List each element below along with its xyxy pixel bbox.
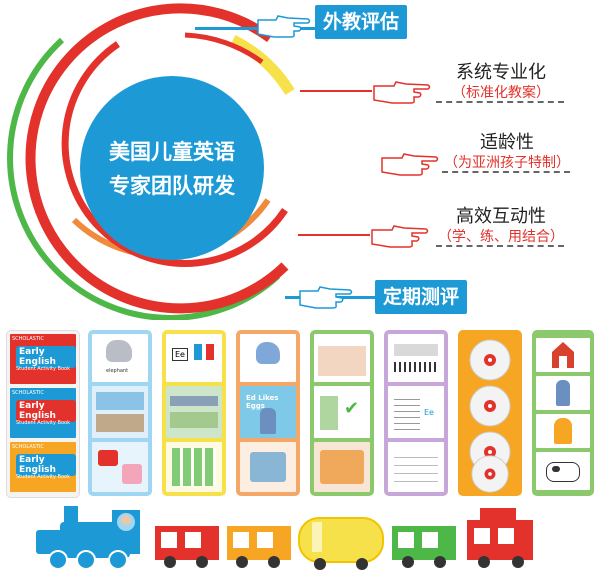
top-connector-line xyxy=(195,27,315,30)
panel-worksheets-purple: Ee xyxy=(384,330,448,496)
book-publisher: SCHOLASTIC xyxy=(12,390,44,396)
feature1-connector xyxy=(300,90,372,92)
flash-card xyxy=(536,452,590,490)
worksheet-page xyxy=(240,442,296,492)
feature-dashed-line xyxy=(442,171,570,173)
feature-subtitle: （标准化教案） xyxy=(452,85,550,101)
letter-card: Ee xyxy=(424,408,434,417)
worksheet-page xyxy=(92,442,148,492)
train-illustration xyxy=(36,506,533,570)
ring-red-inner xyxy=(61,41,288,267)
story-title: Ed Likes Eggs xyxy=(246,394,279,410)
worksheet-page: Ee xyxy=(388,386,444,438)
feature3-connector xyxy=(298,234,370,236)
cd-disc-icon xyxy=(469,339,511,381)
ring-yellow xyxy=(230,35,295,95)
ring-green-outer xyxy=(7,37,281,320)
worksheet-page: Ed Likes Eggs xyxy=(240,386,296,438)
barn-icon xyxy=(552,342,574,368)
book-title: Early English xyxy=(16,400,76,422)
feature-title: 适龄性 xyxy=(480,132,534,153)
book-cover: SCHOLASTIC Early English Student Activit… xyxy=(10,334,76,384)
worksheet-page: ✔ xyxy=(314,386,370,438)
book-title: Early English xyxy=(16,346,76,368)
panel-worksheets-orange: Ed Likes Eggs xyxy=(236,330,300,496)
panel-books: SCHOLASTIC Early English Student Activit… xyxy=(6,330,80,498)
ring-red-top xyxy=(184,32,264,65)
panel-worksheets-yellow: Ee xyxy=(162,330,226,496)
book-subtitle: Student Activity Book xyxy=(16,474,71,480)
book-title: Early English xyxy=(16,454,76,476)
pointing-hand-icon xyxy=(371,225,429,248)
worksheet-page xyxy=(92,386,148,438)
worksheet-page xyxy=(388,442,444,492)
book-publisher: SCHOLASTIC xyxy=(12,336,44,342)
worksheet-page xyxy=(388,334,444,382)
book-publisher: SCHOLASTIC xyxy=(12,444,44,450)
worksheet-page: Ee xyxy=(166,334,222,382)
feature-title: 系统专业化 xyxy=(456,62,546,83)
feature-subtitle: （为亚洲孩子特制） xyxy=(444,155,570,171)
feature-title: 高效互动性 xyxy=(456,206,546,227)
pointing-hand-icon xyxy=(299,286,353,309)
worksheet-page xyxy=(166,386,222,438)
flash-card xyxy=(536,376,590,410)
ring-red-outer xyxy=(25,3,289,314)
worksheet-page xyxy=(166,442,222,492)
worksheet-page xyxy=(240,334,296,382)
cd-disc-icon xyxy=(471,455,509,493)
letter-card: Ee xyxy=(172,348,188,361)
book-subtitle: Student Activity Book xyxy=(16,420,71,426)
feature-subtitle: （学、练、用结合） xyxy=(438,229,564,245)
tag-periodic-assessment: 定期测评 xyxy=(375,280,467,314)
pointing-hand-icon xyxy=(257,15,311,38)
panel-worksheets-blue: elephant xyxy=(88,330,152,496)
book-cover: SCHOLASTIC Early English Student Activit… xyxy=(10,388,76,438)
center-title-line1: 美国儿童英语 xyxy=(109,140,235,164)
feature-dashed-line xyxy=(436,245,564,247)
feature-dashed-line xyxy=(436,101,564,103)
panel-worksheets-green: ✔ xyxy=(310,330,374,496)
center-title-line2: 专家团队研发 xyxy=(109,174,235,198)
book-cover: SCHOLASTIC Early English Student Activit… xyxy=(10,442,76,492)
flash-card xyxy=(536,414,590,448)
panel-flash-cards xyxy=(532,330,594,496)
pointing-hand-icon xyxy=(381,153,439,176)
tag-foreign-teacher-evaluation: 外教评估 xyxy=(315,5,407,39)
panel-audio-cds xyxy=(458,330,522,496)
flash-card xyxy=(536,338,590,372)
worksheet-page xyxy=(314,442,370,492)
pointing-hand-icon xyxy=(373,81,431,104)
worksheet-word: elephant xyxy=(106,368,129,374)
rings-diagram xyxy=(7,3,295,320)
worksheet-page xyxy=(314,334,370,382)
worksheet-page: elephant xyxy=(92,334,148,382)
center-circle xyxy=(80,76,264,260)
check-icon: ✔ xyxy=(344,398,360,419)
book-subtitle: Student Activity Book xyxy=(16,366,71,372)
elephant-illustration xyxy=(106,340,132,362)
cd-disc-icon xyxy=(469,385,511,427)
